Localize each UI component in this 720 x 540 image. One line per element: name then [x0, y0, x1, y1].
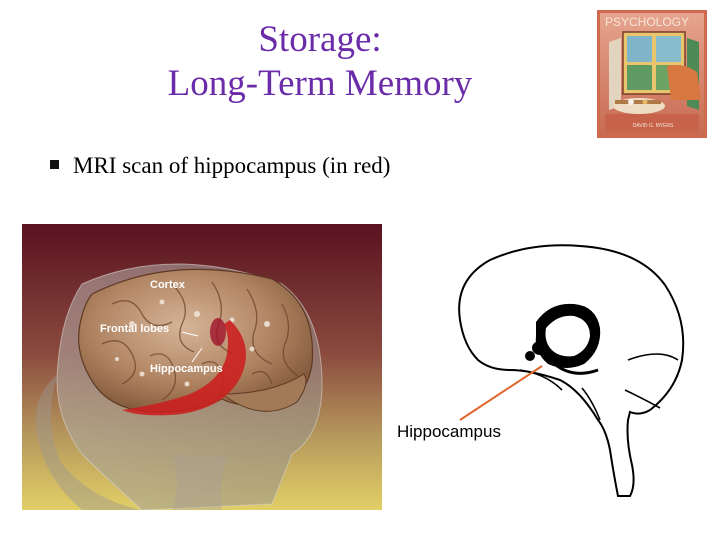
- mri-brain-image: Cortex Frontal lobes Hippocampus: [22, 224, 382, 510]
- book-cover-image: PSYCHOLOGY DAVID G. MYERS: [597, 10, 707, 138]
- mri-label-frontal-lobes: Frontal lobes: [100, 323, 169, 335]
- bullet-text: MRI scan of hippocampus (in red): [73, 153, 390, 178]
- square-bullet-icon: [50, 160, 59, 169]
- title-line-2: Long-Term Memory: [70, 62, 570, 106]
- diagram-label-hippocampus: Hippocampus: [397, 422, 501, 442]
- book-author: DAVID G. MYERS: [633, 123, 674, 129]
- title-line-1: Storage:: [70, 18, 570, 62]
- mri-label-cortex: Cortex: [150, 279, 186, 291]
- book-title: PSYCHOLOGY: [605, 15, 689, 29]
- mri-label-hippocampus: Hippocampus: [150, 363, 223, 375]
- bullet-item: MRI scan of hippocampus (in red): [50, 153, 390, 179]
- brain-line-diagram: [450, 240, 695, 500]
- slide-title: Storage: Long-Term Memory: [70, 18, 570, 106]
- hippocampus-pointer-arrow: [460, 366, 542, 420]
